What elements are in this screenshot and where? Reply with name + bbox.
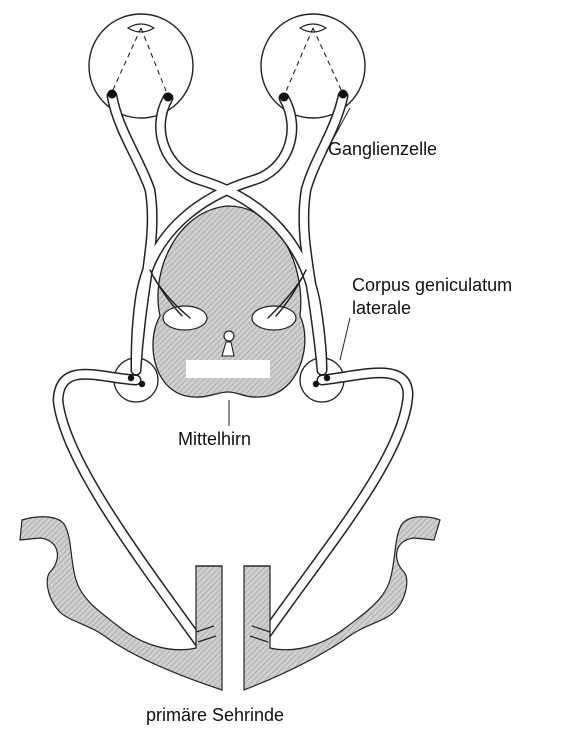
visual-cortex-left [20,517,222,690]
lgn-label-line1: Corpus geniculatum [352,274,512,297]
lgn-label: Corpus geniculatum laterale [352,274,512,319]
lgn-label-line2: laterale [352,297,512,320]
midbrain-label: Mittelhirn [178,428,251,451]
left-eye [89,14,193,118]
visual-cortex-right [244,517,440,690]
right-eye [261,14,365,118]
ganglion-cell-label: Ganglienzelle [328,138,437,161]
lgn-leader [340,318,350,360]
visual-cortex-label: primäre Sehrinde [146,704,284,727]
